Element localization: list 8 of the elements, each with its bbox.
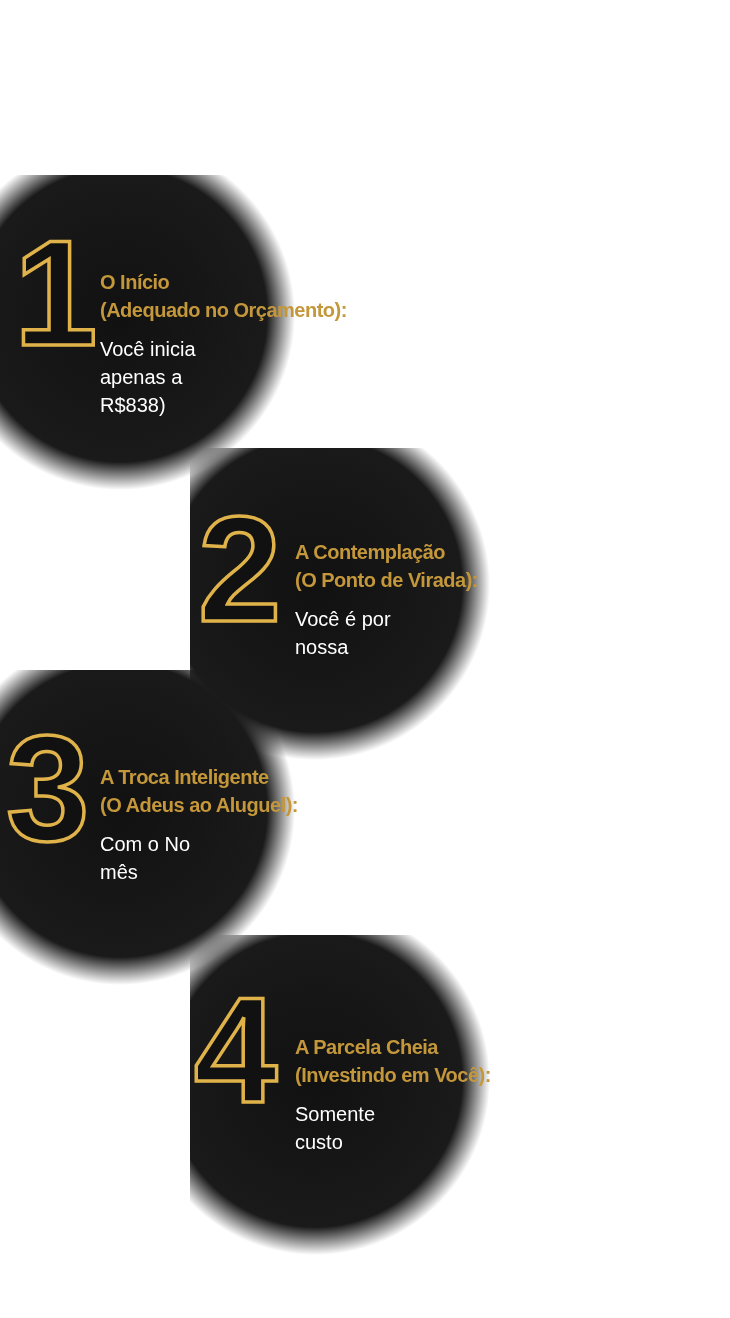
step-description: Somente custo xyxy=(295,1102,377,1155)
step-description: Você é por nossa xyxy=(295,607,392,660)
step-description: Com o No mês xyxy=(100,832,192,885)
step-number: 1 xyxy=(14,209,98,377)
step-number: 4 xyxy=(194,966,278,1134)
step-number: 2 xyxy=(198,485,282,653)
step-number: 3 xyxy=(6,704,90,872)
step-description: Você inicia apenas a R$838) xyxy=(100,337,197,418)
